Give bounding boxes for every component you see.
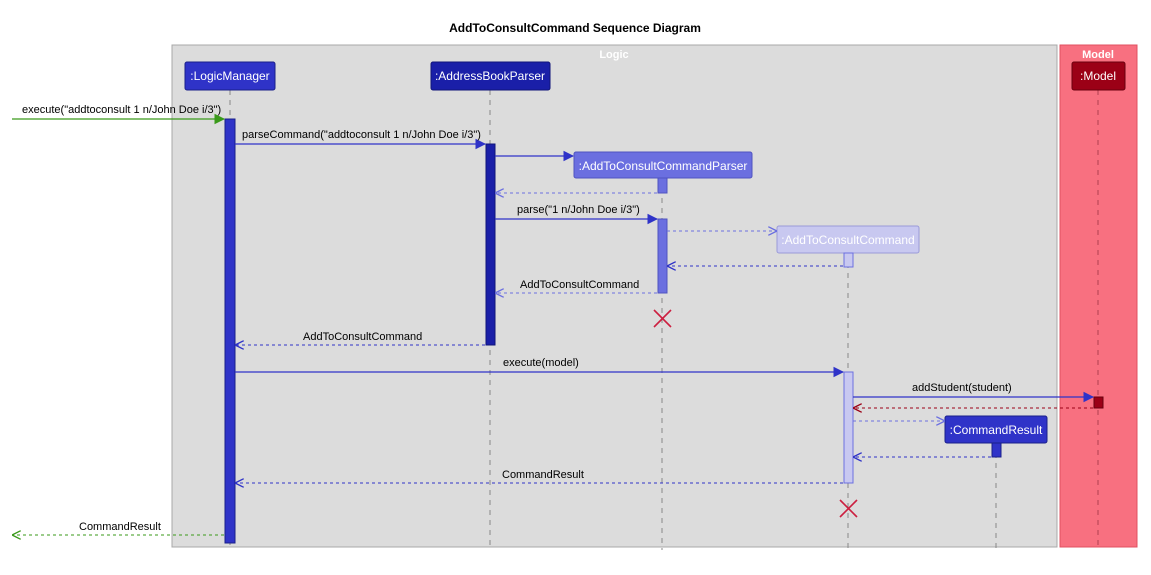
participant-model-label: :Model (1080, 69, 1116, 83)
model-box-label: Model (1082, 49, 1114, 61)
participant-address-book-parser-label: :AddressBookParser (435, 69, 545, 83)
activation-logic-manager (224, 118, 236, 544)
message-return-parser-label: AddToConsultCommand (520, 279, 639, 291)
participant-address-book-parser: :AddressBookParser (430, 61, 551, 91)
activation-address-book-parser (485, 143, 496, 346)
logic-box-label: Logic (599, 49, 628, 61)
diagram-title: AddToConsultCommand Sequence Diagram (449, 21, 701, 35)
participant-command: :AddToConsultCommand (776, 225, 920, 254)
message-execute-in-label: execute("addtoconsult 1 n/John Doe i/3") (22, 104, 221, 116)
message-return-out-label: CommandResult (79, 521, 161, 533)
destroy-command-mark (839, 499, 858, 518)
activation-model (1093, 396, 1104, 409)
participant-command-result: :CommandResult (944, 415, 1048, 444)
activation-command-result (991, 442, 1002, 458)
participant-model: :Model (1071, 61, 1126, 91)
message-parse-label: parse("1 n/John Doe i/3") (517, 204, 640, 216)
activation-parser-1 (657, 177, 668, 194)
destroy-parser-mark (653, 309, 672, 328)
participant-parser-label: :AddToConsultCommandParser (579, 159, 748, 173)
message-execute-model-label: execute(model) (503, 357, 579, 369)
participant-command-result-label: :CommandResult (950, 423, 1043, 437)
participant-parser: :AddToConsultCommandParser (573, 151, 753, 179)
participant-logic-manager-label: :LogicManager (190, 69, 269, 83)
activation-parser-2 (657, 218, 668, 294)
activation-command-2 (843, 371, 854, 484)
message-parse-command-label: parseCommand("addtoconsult 1 n/John Doe … (242, 129, 481, 141)
participant-logic-manager: :LogicManager (184, 61, 276, 91)
logic-box (171, 44, 1058, 548)
message-return-command-label: CommandResult (502, 469, 584, 481)
participant-command-label: :AddToConsultCommand (781, 233, 914, 247)
message-return-abp-label: AddToConsultCommand (303, 331, 422, 343)
message-add-student-label: addStudent(student) (912, 382, 1012, 394)
activation-command-1 (843, 252, 854, 268)
